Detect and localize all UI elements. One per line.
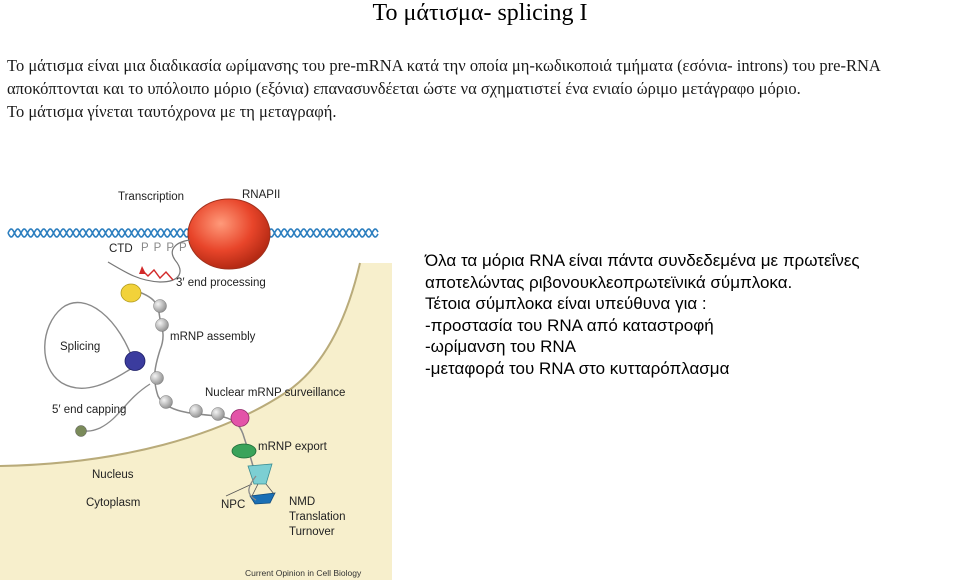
rna-bead [160, 396, 173, 409]
label-capping-5: 5′ end capping [52, 404, 126, 416]
label-mrnp-assembly: mRNP assembly [170, 331, 256, 343]
label-mrnp-export: mRNP export [258, 441, 328, 453]
surveillance-factor [231, 410, 249, 427]
label-npc: NPC [221, 499, 245, 511]
side-line-6: -μεταφορά του RNA στο κυτταρόπλασμα [425, 358, 955, 380]
label-transcription: Transcription [118, 191, 184, 203]
label-turnover: Turnover [289, 526, 335, 538]
intro-paragraph-1: Το μάτισμα είναι μια διαδικασία ωρίμανση… [7, 54, 957, 100]
rna-bead [190, 405, 203, 418]
label-nmd: NMD [289, 496, 315, 508]
export-factor [232, 444, 256, 458]
rna-bead [154, 300, 167, 313]
label-rnapii: RNAPII [242, 189, 280, 201]
side-line-1: Όλα τα μόρια RNA είναι πάντα συνδεδεμένα… [425, 250, 955, 272]
side-line-3: Τέτοια σύμπλοκα είναι υπεύθυνα για : [425, 293, 955, 315]
intro-paragraph-2: Το μάτισμα γίνεται ταυτόχρονα με τη μετα… [7, 100, 957, 123]
rna-bead [212, 408, 225, 421]
label-translation: Translation [289, 511, 345, 523]
page-title: Το μάτισμα- splicing I [0, 0, 960, 28]
end-processing-arrowhead [139, 266, 146, 274]
label-splicing: Splicing [60, 341, 100, 353]
label-nuclear-surveillance: Nuclear mRNP surveillance [205, 387, 345, 399]
side-line-2: αποτελώντας ριβονουκλεοπρωτεϊνικά σύμπλο… [425, 272, 955, 294]
label-end-processing-3: 3′ end processing [176, 277, 266, 289]
mrnp-figure: Transcription RNAPII CTD P P P P 3′ end … [0, 178, 392, 580]
rna-bead [156, 319, 169, 332]
side-line-4: -προστασία του RNA από καταστροφή [425, 315, 955, 337]
cap-5 [76, 426, 87, 437]
label-phosphates: P P P P [141, 242, 188, 254]
side-line-5: -ωρίμανση του RNA [425, 336, 955, 358]
spliceosome [125, 352, 145, 371]
label-nucleus: Nucleus [92, 469, 134, 481]
rna-bead [151, 372, 164, 385]
rnp-explanation: Όλα τα μόρια RNA είναι πάντα συνδεδεμένα… [425, 250, 955, 380]
yellow-factor [121, 284, 141, 302]
label-cytoplasm: Cytoplasm [86, 497, 140, 509]
figure-svg: Transcription RNAPII CTD P P P P 3′ end … [0, 178, 392, 580]
intro-text: Το μάτισμα είναι μια διαδικασία ωρίμανση… [7, 54, 957, 123]
rnapii-polymerase [188, 199, 270, 269]
end-processing-arrow [143, 270, 173, 280]
label-ctd: CTD [109, 243, 133, 255]
figure-credit: Current Opinion in Cell Biology [245, 568, 362, 578]
